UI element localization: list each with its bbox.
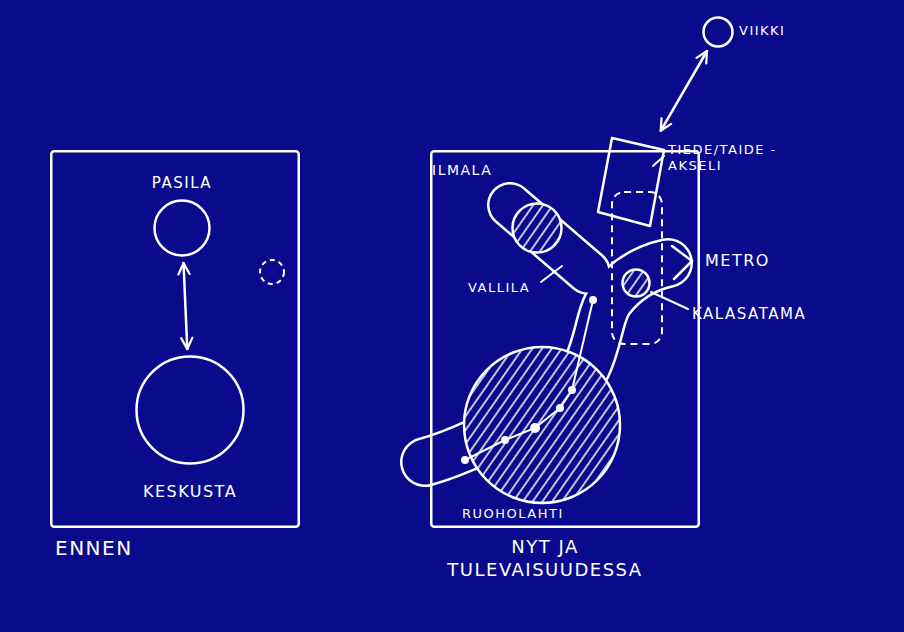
node-label: PASILA [132,174,232,193]
node-label: ENNEN [55,536,195,561]
centre-circle: KESKUSTA [135,355,245,465]
dashed-circle [260,260,284,284]
era-frame: NYT JA TULEVAISUUDESSAILMALAKALASATAMA [430,150,700,528]
centre-circle [464,347,620,503]
district-circle-outline [702,16,734,48]
era-frame: ENNENPASILAKESKUSTA [50,150,300,528]
centre-circle-outline [135,355,245,465]
leader-lines [541,156,688,309]
axis-box-outline [596,136,666,228]
axis-box: TIEDE/TAIDE -AKSELI [596,136,666,228]
connector-arrow [184,263,188,349]
district-label: RUOHOLAHTI [462,506,564,522]
dashed-frame [612,192,662,344]
district-circle: KALASATAMA [621,268,651,298]
node-label: VIIKKI [739,23,829,39]
district-circle-outline [621,268,651,298]
node-label: NYT JA TULEVAISUUDESSA [428,536,662,581]
line-label: METRO [705,251,770,271]
district-circle-outline [153,199,211,257]
district-circle: PASILA [153,199,211,257]
district-circle-outline [511,202,563,254]
node-label: ILMALA [432,162,522,180]
era-frame-outline [430,150,700,528]
district-circle: VIIKKI [702,16,734,48]
connector-arrow [661,51,707,131]
node-label: KALASATAMA [692,305,862,324]
centre-ground [464,347,620,503]
metro-line [461,296,597,464]
metro-arrowhead [672,246,692,279]
district-circle: ILMALA [511,202,563,254]
node-label: KESKUSTA [120,482,260,502]
district-label: VALLILA [468,280,530,296]
node-label: TIEDE/TAIDE -AKSELI [668,142,796,175]
